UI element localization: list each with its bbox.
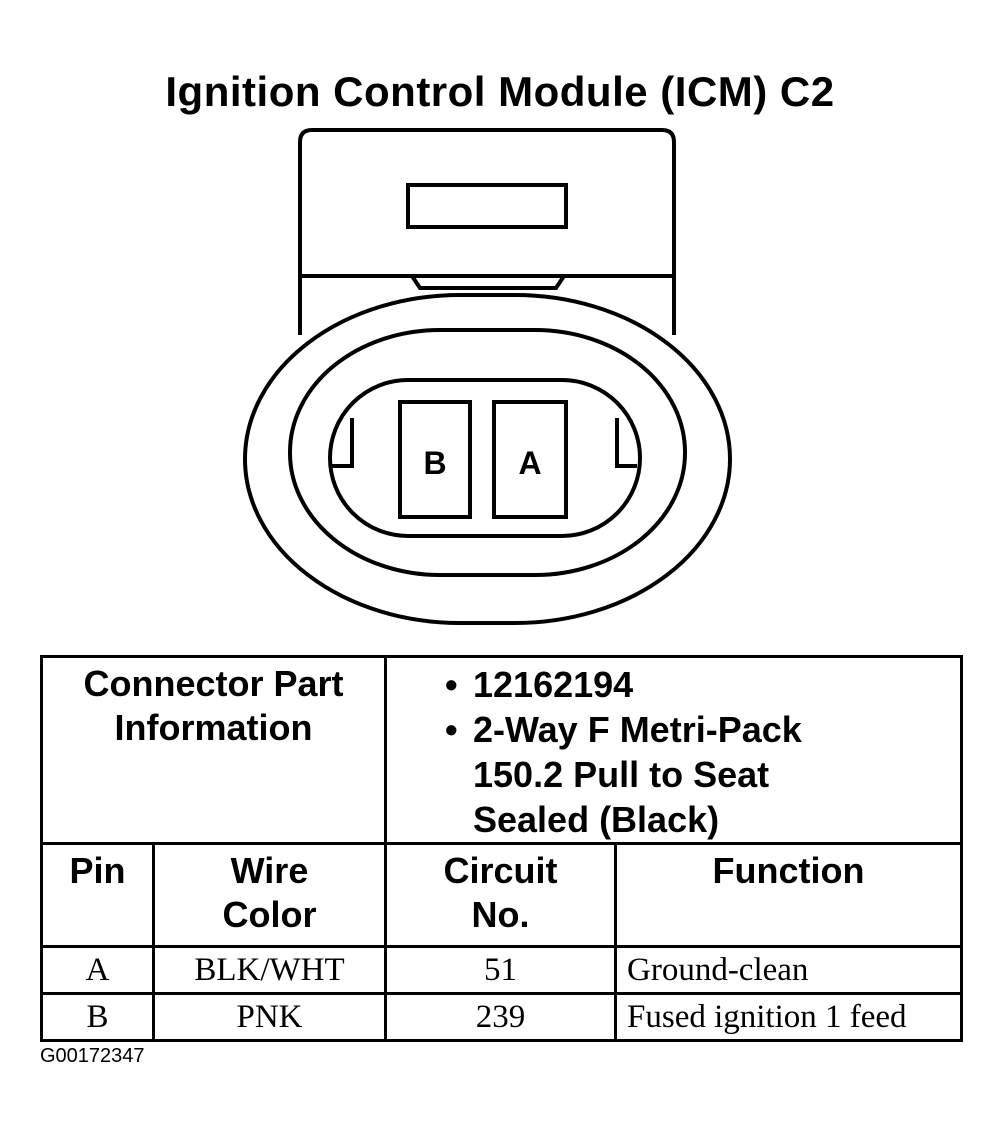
part-info-item: •2-Way F Metri-Pack 150.2 Pull to Seat S… [445, 709, 802, 840]
column-header-pin: Pin [40, 842, 155, 948]
terminal-a [492, 400, 568, 519]
wire-color-cell: BLK/WHT [152, 945, 387, 995]
key-left [332, 418, 354, 468]
pin-cell: A [40, 945, 155, 995]
column-header-function: Function [614, 842, 963, 948]
part-info-list: •12162194 •2-Way F Metri-Pack 150.2 Pull… [384, 655, 963, 845]
connector-info-table: Connector Part Information •12162194 •2-… [40, 655, 963, 1042]
column-header-circuit: Circuit No. [384, 842, 617, 948]
table-row: B PNK 239 Fused ignition 1 feed [40, 992, 963, 1042]
column-header-row: Pin Wire Color Circuit No. Function [40, 842, 963, 948]
circuit-cell: 51 [384, 945, 617, 995]
connector-cavity [328, 378, 642, 538]
wire-color-cell: PNK [152, 992, 387, 1042]
part-info-label: Connector Part Information [83, 663, 344, 748]
function-cell: Ground-clean [614, 945, 963, 995]
connector-latch-housing [298, 128, 676, 335]
function-cell: Fused ignition 1 feed [614, 992, 963, 1042]
connector-drawing: B A [243, 128, 732, 625]
table-row: A BLK/WHT 51 Ground-clean [40, 945, 963, 995]
circuit-cell: 239 [384, 992, 617, 1042]
pin-label-a: A [518, 445, 541, 481]
latch-tab [406, 183, 568, 229]
connector-outer-shell [243, 293, 732, 625]
pin-cell: B [40, 992, 155, 1042]
part-info-row: Connector Part Information •12162194 •2-… [40, 655, 963, 845]
part-info-item: •12162194 [445, 664, 634, 705]
diagram-title: Ignition Control Module (ICM) C2 [165, 68, 835, 115]
latch-bump [410, 274, 566, 290]
figure-id: G00172347 [40, 1045, 145, 1067]
pin-label-b: B [423, 445, 446, 481]
key-right [615, 418, 637, 468]
terminal-b [398, 400, 472, 519]
connector-inner-seal [288, 328, 687, 577]
column-header-wire-color: Wire Color [152, 842, 387, 948]
part-info-label-cell: Connector Part Information [40, 655, 387, 845]
